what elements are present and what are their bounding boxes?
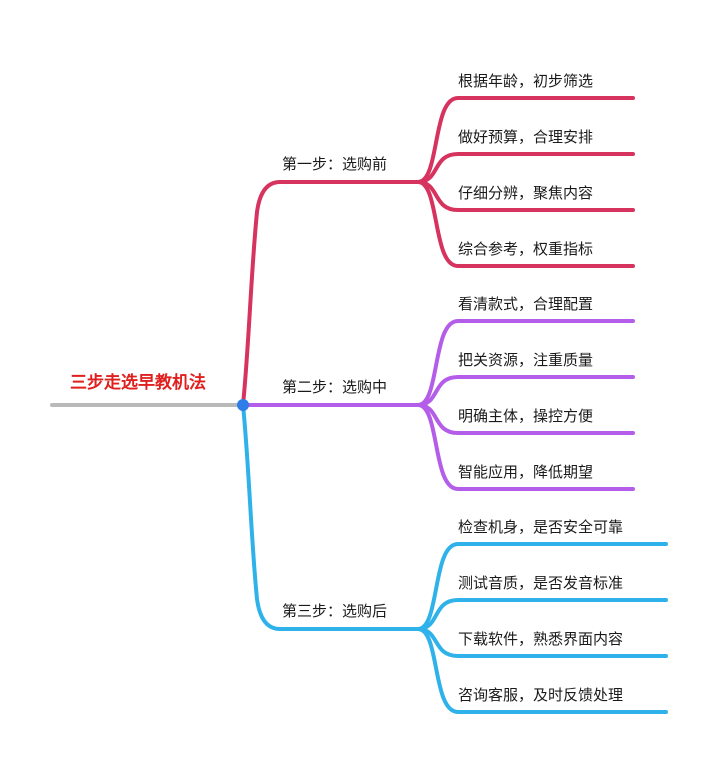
branch-label-during-purchase: 第二步：选购中 — [282, 378, 388, 396]
branch-connector-1 — [241, 180, 420, 407]
branch-label-before-purchase: 第一步：选购前 — [282, 155, 388, 173]
leaf-connector-2-1 — [416, 319, 635, 407]
branch1-item-1: 根据年龄，初步筛选 — [458, 72, 594, 90]
branch1-item-4: 综合参考，权重指标 — [458, 240, 594, 258]
branch3-item-1: 检查机身，是否安全可靠 — [458, 518, 624, 536]
branch1-item-3: 仔细分辨，聚焦内容 — [458, 184, 594, 202]
leaf-connector-2-2 — [416, 375, 635, 407]
branch-label-after-purchase: 第三步：选购后 — [282, 602, 388, 620]
branch1-item-2: 做好预算，合理安排 — [458, 128, 594, 146]
root-title: 三步走选早教机法 — [70, 373, 206, 393]
branch3-item-4: 咨询客服，及时反馈处理 — [458, 686, 624, 704]
branch2-item-2: 把关资源，注重质量 — [458, 351, 594, 369]
leaf-connector-1-4 — [416, 180, 635, 268]
root-node-dot — [237, 399, 249, 411]
branch3-item-3: 下载软件，熟悉界面内容 — [458, 630, 624, 648]
leaf-connector-3-2 — [416, 598, 668, 631]
leaf-connector-2-4 — [416, 403, 635, 491]
leaf-connector-3-1 — [416, 542, 668, 631]
branch2-item-1: 看清款式，合理配置 — [458, 295, 594, 313]
branch3-item-2: 测试音质，是否发音标准 — [458, 574, 624, 592]
leaf-connector-1-2 — [416, 152, 635, 184]
leaf-connector-3-4 — [416, 627, 668, 714]
leaf-connector-1-1 — [416, 96, 635, 184]
branch2-item-3: 明确主体，操控方便 — [458, 407, 594, 425]
branch-connector-3 — [241, 403, 420, 631]
branch2-item-4: 智能应用，降低期望 — [458, 463, 594, 481]
